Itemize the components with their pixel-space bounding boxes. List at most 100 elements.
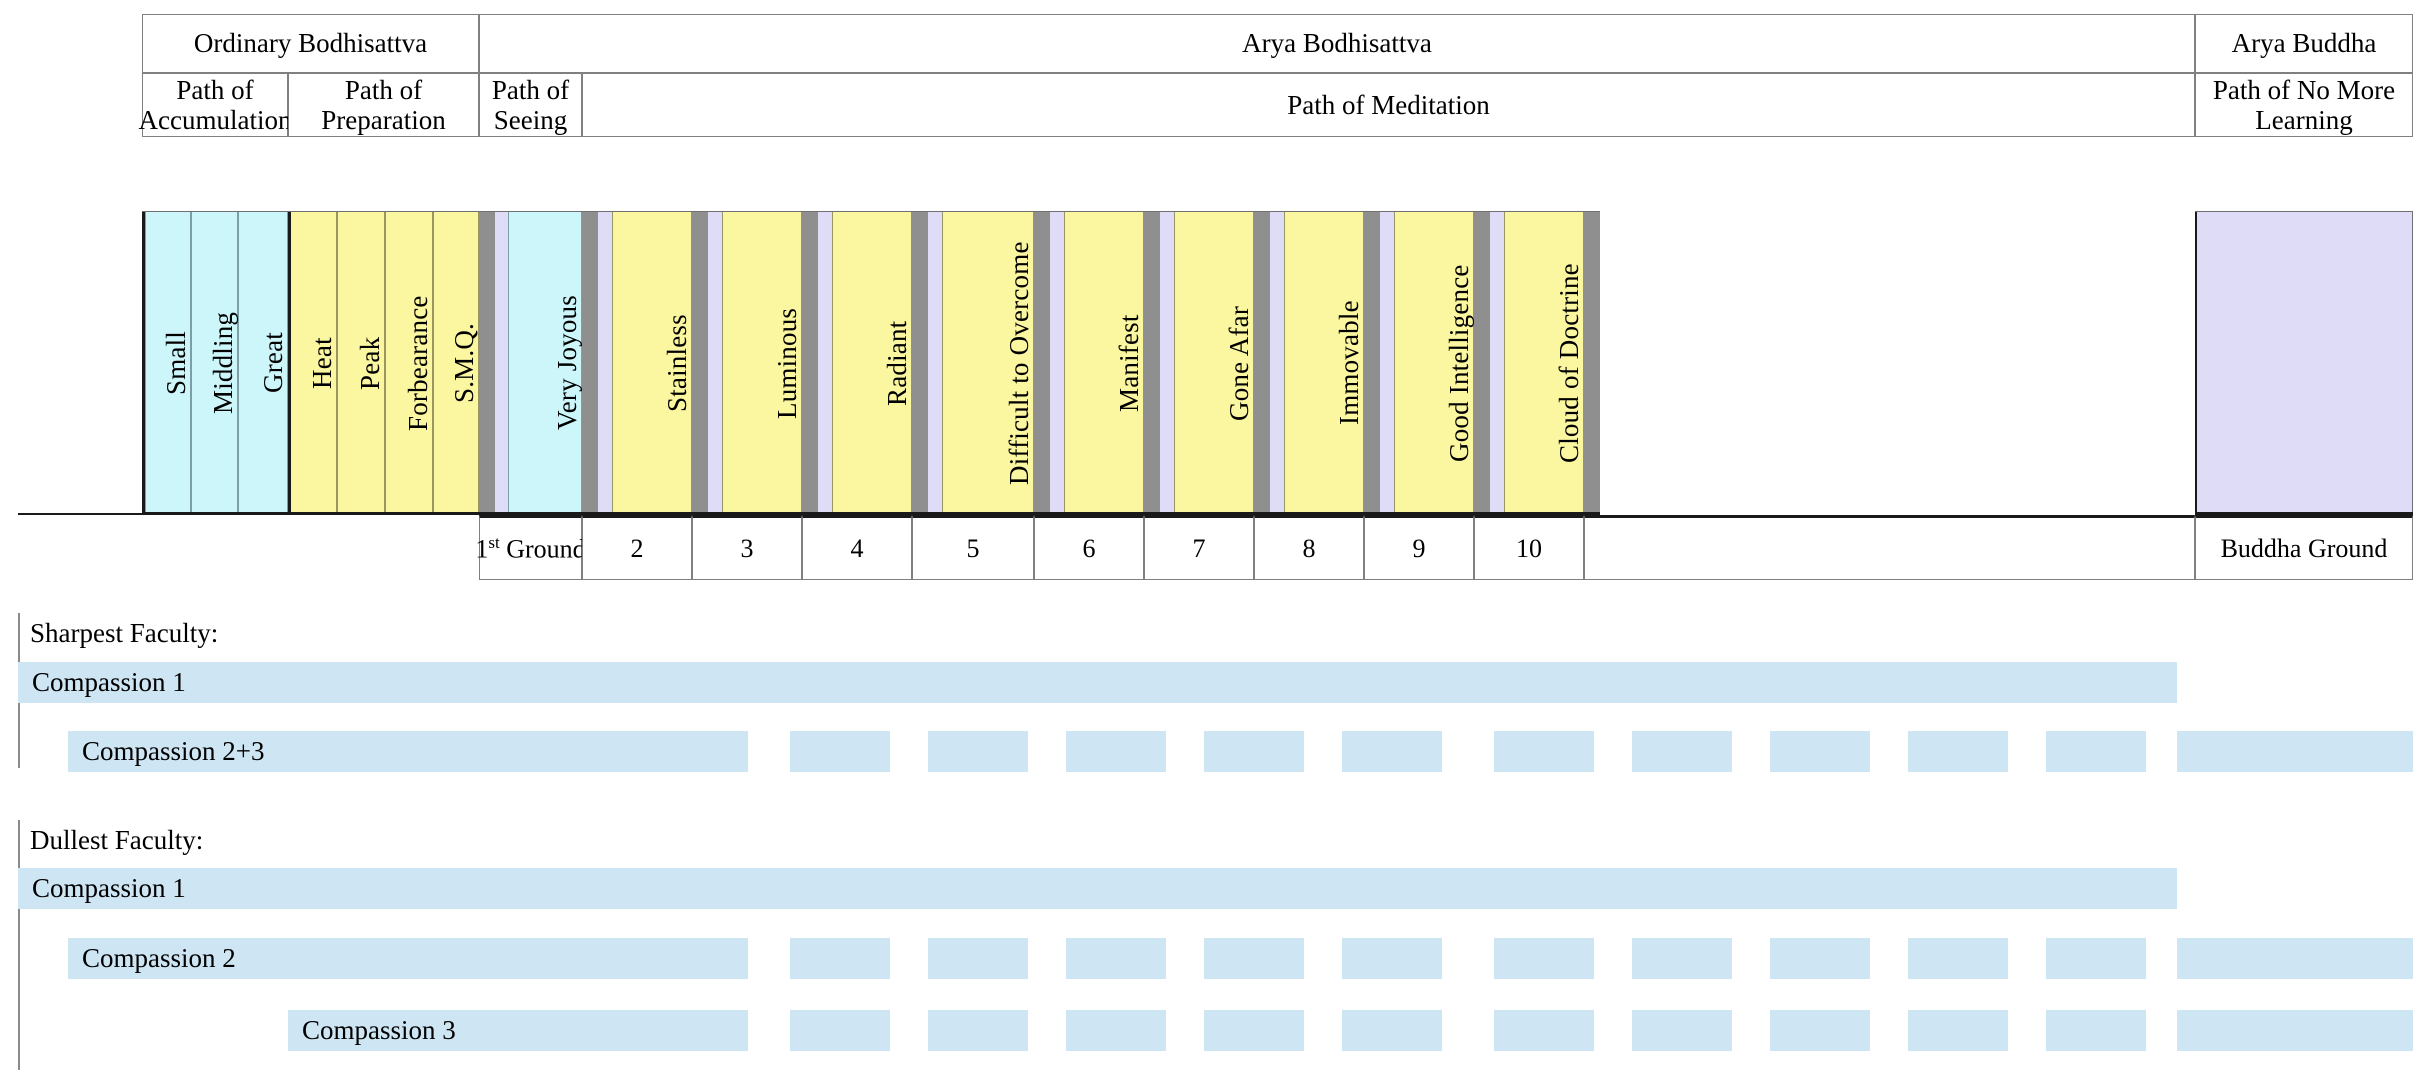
vlabel-gone-afar: Gone Afar	[1223, 305, 1254, 421]
band-accumulation-middling	[191, 211, 238, 515]
vlabel-luminous: Luminous	[771, 307, 802, 419]
seg-dullest-c3-e	[1204, 1010, 1304, 1051]
seg-dullest-c3-b	[790, 1010, 890, 1051]
header-tier1-arya-buddha: Arya Buddha	[2195, 14, 2413, 73]
header-tier2-path-of-meditation: Path of Meditation	[582, 73, 2195, 137]
seg-sharpest-c23-g	[1494, 731, 1594, 772]
seg-dullest-c3-f	[1342, 1010, 1442, 1051]
header-tier1-arya-bodhisattva: Arya Bodhisattva	[479, 14, 2195, 73]
seg-sharpest-c23-f	[1342, 731, 1442, 772]
seg-sharpest-c23-d	[1066, 731, 1166, 772]
seg-sharpest-c23-h	[1632, 731, 1732, 772]
vlabel-cloud-of-doctrine: Cloud of Doctrine	[1553, 263, 1584, 463]
header-tier1-label: Arya Buddha	[2231, 28, 2377, 59]
header-tier2-label: Path of Seeing	[491, 74, 570, 135]
header-tier1-ordinary-bodhisattva: Ordinary Bodhisattva	[142, 14, 479, 73]
band-separator-gray-7	[1144, 211, 1160, 515]
band-separator-lavender-5	[928, 211, 942, 515]
ground-cell-10: 10	[1474, 515, 1584, 580]
band-bhumi-very-joyous	[508, 211, 582, 515]
header-tier2-path-of-accumulation: Path of Accumulation	[139, 73, 292, 137]
band-separator-gray-11	[1584, 211, 1600, 515]
band-accumulation-small	[145, 211, 191, 515]
band-separator-lavender-8	[1270, 211, 1284, 515]
band-bhumi-radiant	[832, 211, 912, 515]
header-tier2-label: Path of Meditation	[1287, 89, 1490, 120]
ground-cell-8: 8	[1254, 515, 1364, 580]
seg-sharpest-c23-j	[1908, 731, 2008, 772]
band-separator-gray-8	[1254, 211, 1270, 515]
seg-dullest-c2-g	[1494, 938, 1594, 979]
band-preparation-peak	[337, 211, 385, 515]
seg-sharpest-c23-c	[928, 731, 1028, 772]
band-separator-gray-3	[692, 211, 708, 515]
bar-label-dullest-compassion-3: Compassion 3	[302, 1015, 456, 1045]
ground-cell-3: 3	[692, 515, 802, 580]
band-bhumi-stainless	[612, 211, 692, 515]
seg-dullest-c3-j	[1908, 1010, 2008, 1051]
seg-sharpest-c23-i	[1770, 731, 1870, 772]
header-tier1-label: Ordinary Bodhisattva	[193, 28, 428, 59]
band-separator-gray-9	[1364, 211, 1380, 515]
bar-label-dullest-compassion-1: Compassion 1	[32, 873, 186, 903]
ground-cell-6: 6	[1034, 515, 1144, 580]
seg-sharpest-c23-e	[1204, 731, 1304, 772]
ground-cell-2: 2	[582, 515, 692, 580]
band-bhumi-cloud-of-doctrine	[1504, 211, 1584, 515]
band-separator-gray-6	[1034, 211, 1050, 515]
seg-dullest-c2-h	[1632, 938, 1732, 979]
vlabel-difficult-to-overcome: Difficult to Overcome	[1003, 241, 1034, 485]
band-accumulation-great	[238, 211, 288, 515]
seg-dullest-c3-h	[1632, 1010, 1732, 1051]
vlabel-immovable: Immovable	[1333, 300, 1364, 426]
ground-cell-5: 5	[912, 515, 1034, 580]
section-title-dullest-faculty: Dullest Faculty:	[30, 825, 204, 855]
seg-dullest-c2-a	[68, 938, 748, 979]
header-tier1-label: Arya Bodhisattva	[1242, 28, 1432, 59]
header-tier2-path-of-preparation: Path of Preparation	[288, 73, 479, 137]
seg-sharpest-c23-k	[2046, 731, 2146, 772]
band-left-edge	[142, 211, 145, 515]
band-preparation-heat	[288, 211, 337, 515]
seg-sharpest-c23-a	[68, 731, 748, 772]
seg-dullest-c3-i	[1770, 1010, 1870, 1051]
vlabel-very-joyous: Very Joyous	[551, 295, 582, 431]
vlabel-great: Great	[257, 332, 288, 394]
bar-label-sharpest-compassion-1: Compassion 1	[32, 667, 186, 697]
vlabel-smq: S.M.Q.	[448, 323, 479, 403]
band-bhumi-immovable	[1284, 211, 1364, 515]
vlabel-middling: Middling	[207, 311, 238, 415]
band-bhumi-good-intelligence	[1394, 211, 1474, 515]
header-tier2-label: Path of No More Learning	[2212, 74, 2396, 135]
band-bhumi-gone-afar	[1174, 211, 1254, 515]
seg-dullest-c2-d	[1066, 938, 1166, 979]
ground-cell-1: 1st Ground	[475, 515, 586, 580]
band-separator-gray-10	[1474, 211, 1490, 515]
seg-dullest-c3-k	[2046, 1010, 2146, 1051]
band-separator-lavender-2	[598, 211, 612, 515]
band-separator-lavender-1	[495, 211, 508, 515]
ground-cell-buddha: Buddha Ground	[2195, 515, 2413, 580]
ground-cell-7: 7	[1144, 515, 1254, 580]
seg-dullest-c2-l	[2177, 938, 2413, 979]
seg-sharpest-c23-l	[2177, 731, 2413, 772]
left-baseline-rule	[18, 513, 142, 515]
bar-label-sharpest-compassion-23: Compassion 2+3	[82, 736, 265, 766]
band-separator-lavender-10	[1490, 211, 1504, 515]
header-tier2-path-of-no-more-learning: Path of No More Learning	[2195, 73, 2413, 137]
band-separator-gray-2	[582, 211, 598, 515]
band-separator-lavender-9	[1380, 211, 1394, 515]
seg-sharpest-c23-b	[790, 731, 890, 772]
vlabel-manifest: Manifest	[1113, 314, 1144, 412]
vlabel-stainless: Stainless	[661, 314, 692, 412]
seg-dullest-c3-g	[1494, 1010, 1594, 1051]
ground-cell-4: 4	[802, 515, 912, 580]
header-tier2-label: Path of Preparation	[321, 74, 446, 135]
ground-label-1: 1st Ground	[475, 532, 586, 564]
band-separator-lavender-4	[818, 211, 832, 515]
vlabel-forbearance: Forbearance	[402, 295, 433, 431]
vlabel-peak: Peak	[354, 336, 385, 390]
seg-dullest-c2-b	[790, 938, 890, 979]
band-separator-lavender-6	[1050, 211, 1064, 515]
